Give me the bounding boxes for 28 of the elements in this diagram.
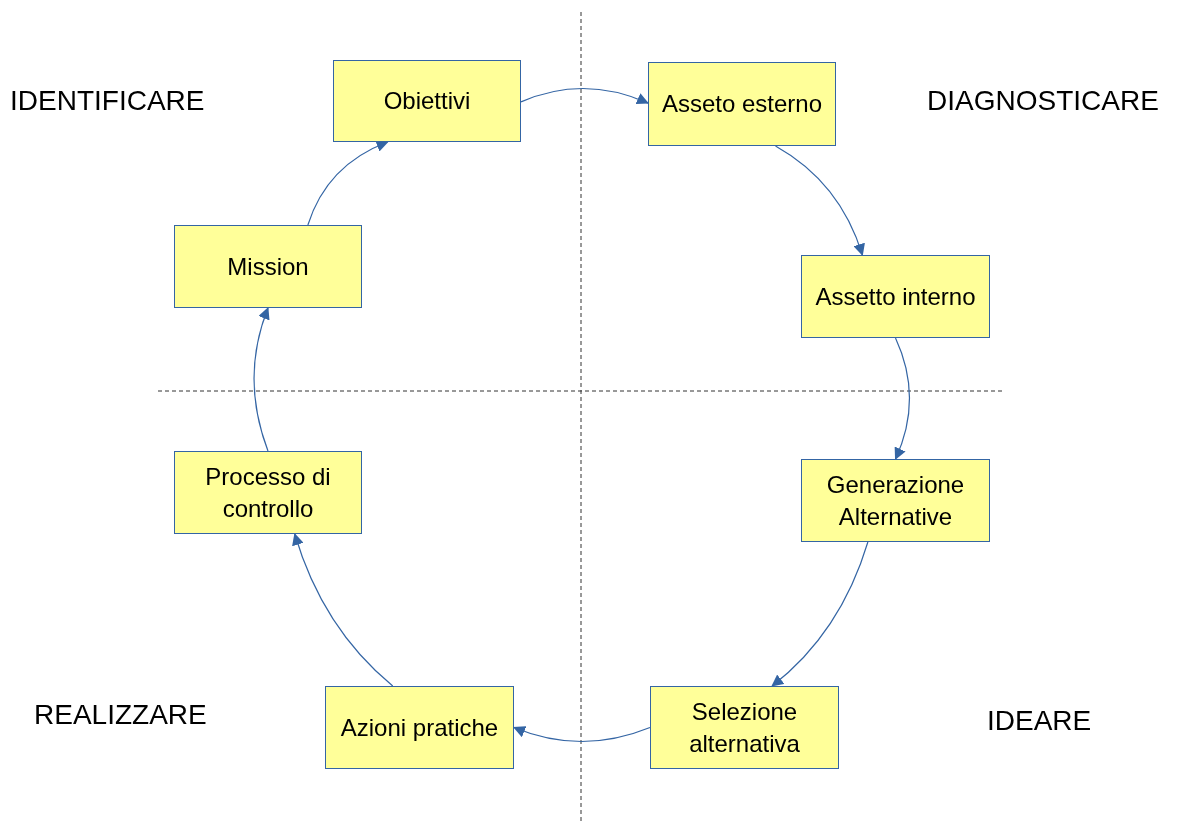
box-label: Selezione alternativa xyxy=(688,696,801,759)
process-box xyxy=(650,686,839,769)
curved-arrow xyxy=(253,307,270,452)
process-box xyxy=(174,225,362,308)
process-box xyxy=(174,451,362,534)
phase-label: IDEARE xyxy=(987,704,1092,738)
curved-arrow xyxy=(520,87,649,105)
box-label: Processo di controllo xyxy=(204,461,332,524)
process-box xyxy=(801,459,990,542)
curved-arrow xyxy=(771,541,869,687)
box-label: Mission xyxy=(226,251,310,282)
process-box xyxy=(333,60,521,142)
phase-label: DIAGNOSTICARE xyxy=(927,84,1159,118)
phase-label: IDENTIFICARE xyxy=(10,84,205,118)
curved-arrow xyxy=(307,140,389,226)
curved-arrow xyxy=(292,533,394,687)
box-label: Assetto interno xyxy=(814,281,977,312)
curved-arrow xyxy=(513,725,651,743)
process-box xyxy=(648,62,836,146)
box-label: Azioni pratiche xyxy=(339,712,500,743)
process-box xyxy=(325,686,514,769)
box-label: Obiettivi xyxy=(382,86,472,116)
process-box xyxy=(801,255,990,338)
box-label: Generazione Alternative xyxy=(825,469,966,532)
curved-arrow xyxy=(894,337,911,460)
box-label: Asseto esterno xyxy=(660,89,824,119)
curved-arrow xyxy=(774,145,865,256)
phase-label: REALIZZARE xyxy=(34,698,207,732)
